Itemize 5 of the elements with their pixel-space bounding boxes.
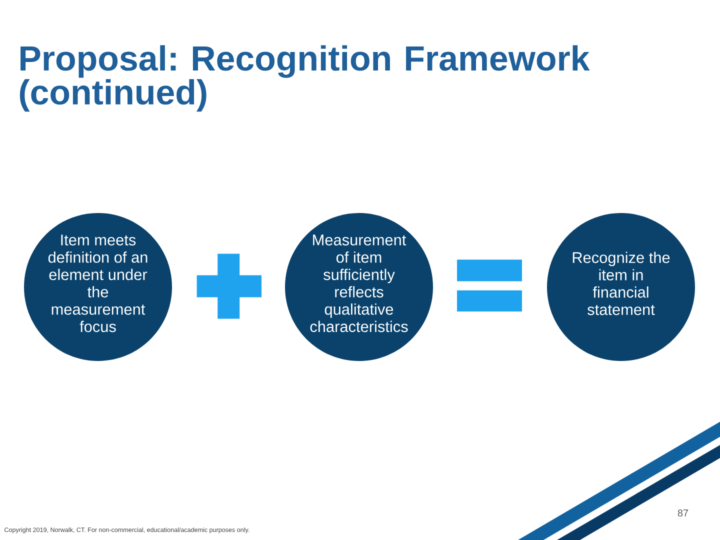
circle-node: Recognize the item in financial statement (547, 213, 695, 361)
circle-node: Item meets definition of an element under the measurement focus (24, 213, 172, 361)
circle-node: Measurement of item sufficiently reflects qualitative characteristics (285, 213, 433, 361)
slide-title: Proposal: Recognition Framework (continued) (20, 45, 590, 112)
page-number: 87 (678, 509, 688, 517)
